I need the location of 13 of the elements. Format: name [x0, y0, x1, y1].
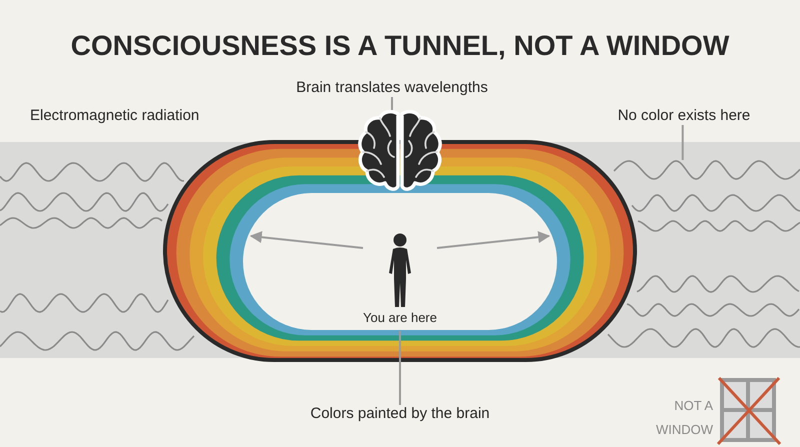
leader-line [399, 330, 401, 405]
note-text: NOT A WINDOW [654, 397, 713, 439]
brain-icon [356, 110, 444, 192]
arrow [250, 231, 364, 249]
arrow [436, 231, 550, 249]
leader-line [391, 97, 393, 110]
label-text: Electromagnetic radiation [30, 107, 200, 125]
callout-text: No color exists here [618, 107, 750, 125]
title: CONSCIOUSNESS IS A TUNNEL, NOT A WINDOW [70, 30, 730, 62]
callout-text: Colors painted by the brain [310, 405, 490, 423]
callout-text: Brain translates wavelengths [296, 79, 488, 97]
leader-line [682, 125, 684, 160]
location-label: You are here [363, 310, 437, 325]
